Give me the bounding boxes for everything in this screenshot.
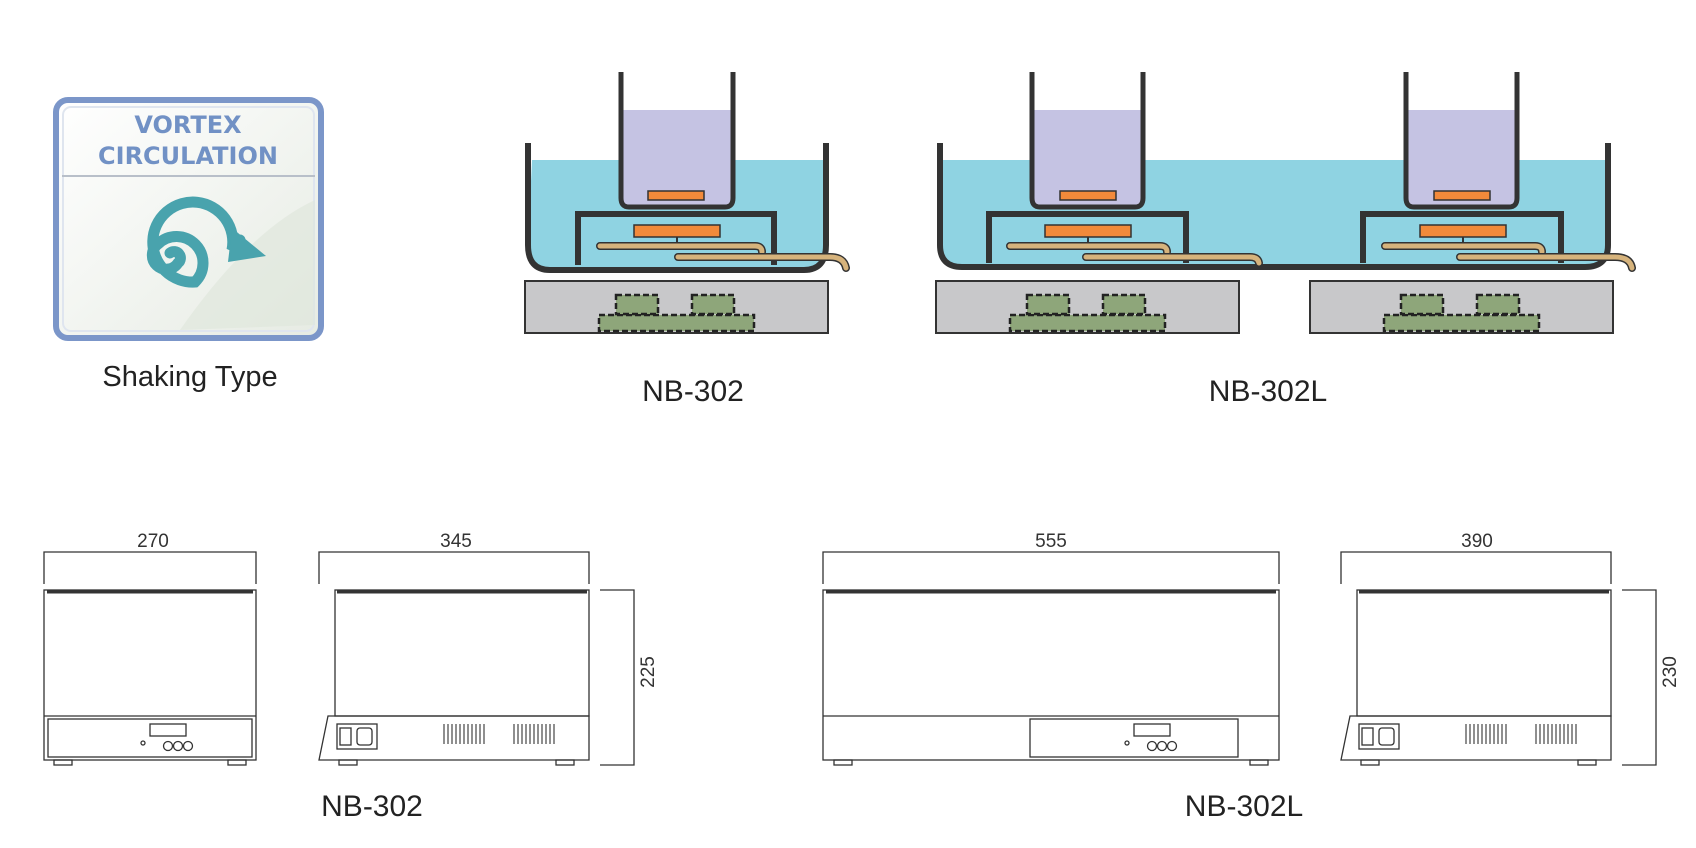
sample-vessel [1029,72,1146,210]
schematic-nb302l [935,72,1636,334]
heater-plate [633,224,721,238]
magnet-left [1399,293,1445,316]
nb302l-front-view [822,551,1280,766]
stirrer-rack [1360,211,1564,263]
sample-liquid [1032,110,1143,207]
magnet-left [614,293,660,316]
dim-nb302l-height: 230 [1660,656,1681,688]
nb302-side-view [318,551,635,766]
heating-tube [1007,243,1170,255]
stir-bar [1059,190,1117,201]
magnet-left [1025,293,1071,316]
vortex-spiral-arrow-icon [146,196,246,288]
magnet-right [1101,293,1147,316]
power-inlet-icon [336,723,378,750]
magnet-plate [597,313,756,333]
heater-plate [1419,224,1507,238]
outlet-tube [675,254,849,271]
magnet-right [1475,293,1521,316]
dim-nb302l-side-depth: 390 [1461,531,1493,552]
vortex-circulation-badge: VORTEX CIRCULATION [53,97,324,341]
magnet-plate [1382,313,1541,333]
schematic-label-nb302: NB-302 [642,375,744,408]
dim-nb302-height: 225 [638,656,659,688]
badge-title-line2: CIRCULATION [98,142,278,170]
schematic-label-nb302l: NB-302L [1209,375,1327,408]
dim-nb302-front-width: 270 [137,531,169,552]
magnet-plate [1008,313,1167,333]
dim-nb302l-front-width: 555 [1035,531,1067,552]
sample-liquid [621,110,733,207]
dimension-label-nb302: NB-302 [321,790,423,823]
sample-vessel [618,72,736,210]
dimension-label-nb302l: NB-302L [1185,790,1303,823]
arrow-head-icon [228,228,266,262]
heating-tube [1382,243,1545,255]
heating-tube [597,243,765,255]
badge-caption: Shaking Type [102,361,277,393]
nb302l-side-view [1340,551,1657,766]
badge-title-line1: VORTEX [134,111,242,139]
display-icon [149,723,187,737]
power-inlet-icon [1358,723,1400,750]
sample-vessel [1403,72,1520,210]
stirrer-rack [986,211,1189,263]
stir-bar [647,190,705,201]
dim-nb302-side-depth: 345 [440,531,472,552]
outlet-tube [1083,254,1262,266]
magnet-right [690,293,736,316]
stirrer-rack [575,211,777,265]
schematic-nb302 [524,72,850,334]
stir-bar [1433,190,1491,201]
heater-plate [1044,224,1132,238]
sample-liquid [1406,110,1517,207]
outlet-tube [1457,254,1635,271]
nb302-front-view [43,551,257,766]
display-icon [1133,723,1171,737]
